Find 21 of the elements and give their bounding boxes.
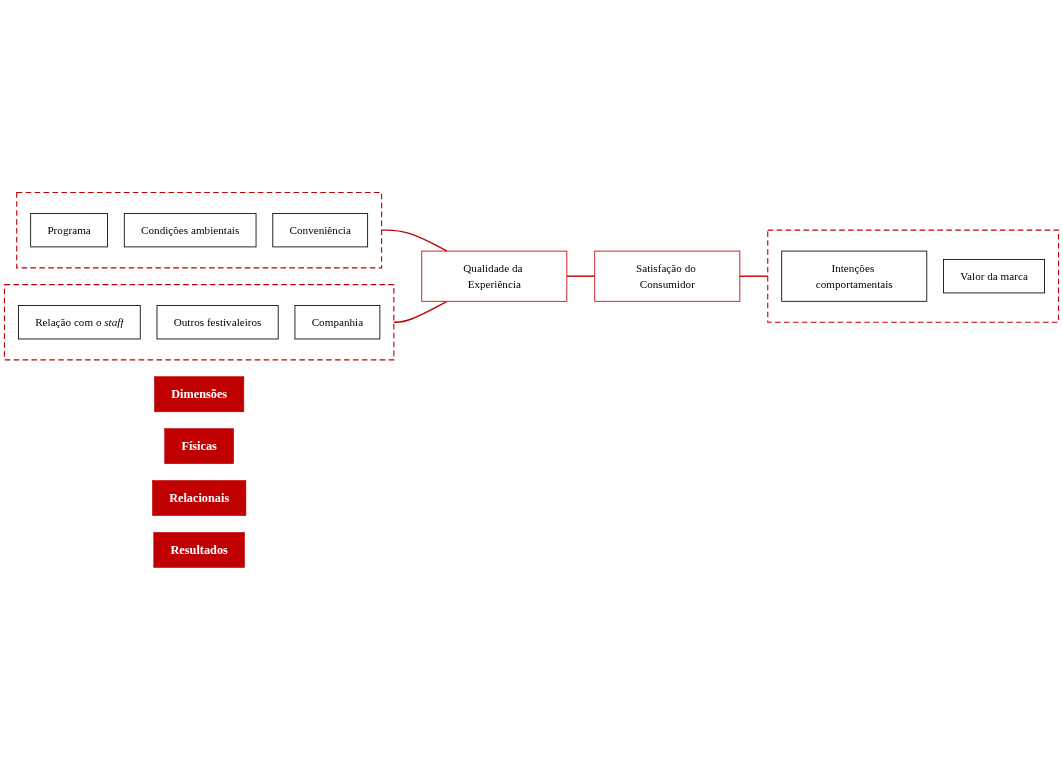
node-box: Companhia — [294, 305, 381, 340]
node-box: Outros festivaleiros — [156, 305, 279, 340]
cluster — [16, 191, 383, 269]
node-box: Físicas — [164, 428, 234, 464]
connector — [380, 229, 448, 252]
node-box: Qualidade da Experiência — [421, 250, 568, 302]
cluster — [767, 229, 1060, 323]
node-box: Dimensões — [154, 376, 245, 413]
node-box: Condições ambientais — [123, 213, 257, 248]
node-box: Intenções comportamentais — [781, 250, 928, 302]
node-box: Relação com o staff — [18, 305, 141, 340]
connector — [566, 275, 596, 277]
node-box: Resultados — [153, 532, 245, 568]
node-box: Conveniência — [272, 213, 369, 248]
connector — [393, 300, 448, 323]
connector — [739, 275, 769, 277]
node-box: Relacionais — [152, 480, 247, 516]
node-box: Valor da marca — [943, 259, 1045, 294]
node-box: Programa — [30, 213, 108, 248]
cluster — [3, 284, 395, 361]
node-box: Satisfação do Consumidor — [594, 250, 741, 302]
